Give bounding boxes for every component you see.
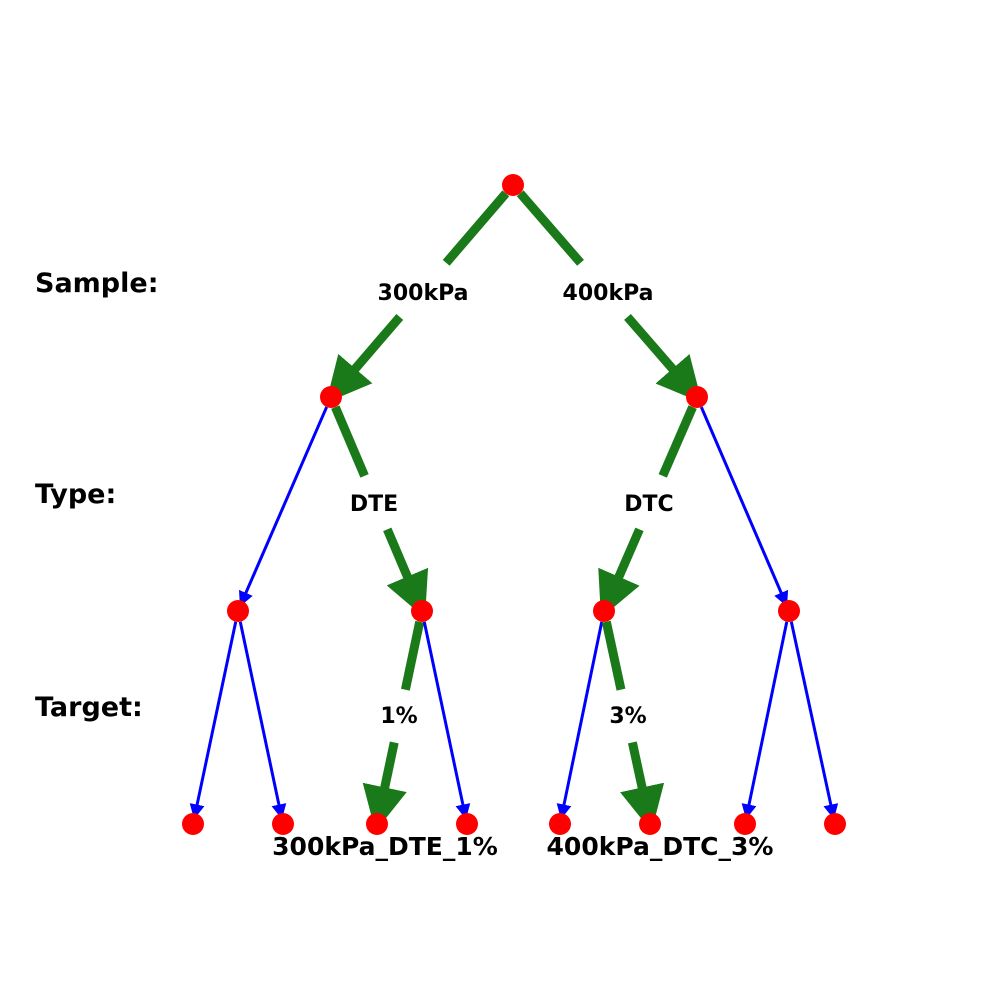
- edge-t3-g6-upper: [601, 620, 626, 691]
- row-labels-layer: Sample: Type: Target:: [35, 268, 159, 723]
- tree-node-t4[interactable]: [778, 600, 800, 622]
- edge-s300-t2-lower: [383, 527, 429, 618]
- edge-t2-g4: [422, 621, 471, 820]
- tree-node-t2[interactable]: [411, 600, 433, 622]
- edge-root-s300-upper: [442, 190, 510, 266]
- edge-root-s400-upper: [516, 190, 584, 266]
- edge-s400-t4: [699, 406, 789, 607]
- tree-node-s400[interactable]: [686, 386, 708, 408]
- edge-label-t2-g3: 1%: [380, 704, 417, 729]
- tree-node-s300[interactable]: [320, 386, 342, 408]
- leaf-labels-layer: 300kPa_DTE_1% 400kPa_DTC_3%: [272, 832, 773, 861]
- edge-t2-g3-upper: [400, 620, 425, 691]
- tree-node-g5[interactable]: [549, 813, 571, 835]
- edge-s400-t3-lower: [598, 527, 644, 618]
- edge-label-s400-t3: DTC: [624, 492, 673, 517]
- edge-label-root-s300: 300kPa: [378, 281, 469, 306]
- edge-t4-g8: [789, 621, 839, 820]
- tree-node-g2[interactable]: [272, 813, 294, 835]
- row-label-sample: Sample:: [35, 268, 159, 299]
- edge-s300-t1: [239, 406, 328, 607]
- edge-t2-g3-lower: [362, 741, 407, 832]
- nodes-layer: [182, 174, 846, 835]
- tree-node-t3[interactable]: [593, 600, 615, 622]
- tree-node-g6[interactable]: [639, 813, 661, 835]
- edge-root-s300-lower: [326, 313, 404, 403]
- edge-t3-g6-lower: [620, 741, 665, 832]
- tree-node-t1[interactable]: [227, 600, 249, 622]
- tree-node-g4[interactable]: [456, 813, 478, 835]
- leaf-label-left: 300kPa_DTE_1%: [272, 832, 498, 861]
- tree-node-g7[interactable]: [734, 813, 756, 835]
- edge-t1-g2: [238, 621, 287, 820]
- edge-label-root-s400: 400kPa: [563, 281, 654, 306]
- edge-t3-g5: [556, 621, 604, 820]
- tree-node-g3[interactable]: [366, 813, 388, 835]
- row-label-type: Type:: [35, 479, 116, 510]
- leaf-label-right: 400kPa_DTC_3%: [547, 832, 774, 861]
- edge-t4-g7: [741, 621, 789, 820]
- edge-t1-g1: [189, 621, 238, 820]
- row-label-target: Target:: [35, 692, 143, 723]
- edge-s300-t2-upper: [331, 405, 369, 478]
- edge-root-s400-lower: [624, 313, 702, 403]
- edges-layer: [189, 190, 839, 832]
- tree-node-g8[interactable]: [824, 813, 846, 835]
- tree-node-g1[interactable]: [182, 813, 204, 835]
- edge-label-t3-g6: 3%: [609, 704, 646, 729]
- edge-s400-t3-upper: [658, 405, 697, 478]
- tree-node-root[interactable]: [502, 174, 524, 196]
- edge-label-s300-t2: DTE: [350, 492, 398, 517]
